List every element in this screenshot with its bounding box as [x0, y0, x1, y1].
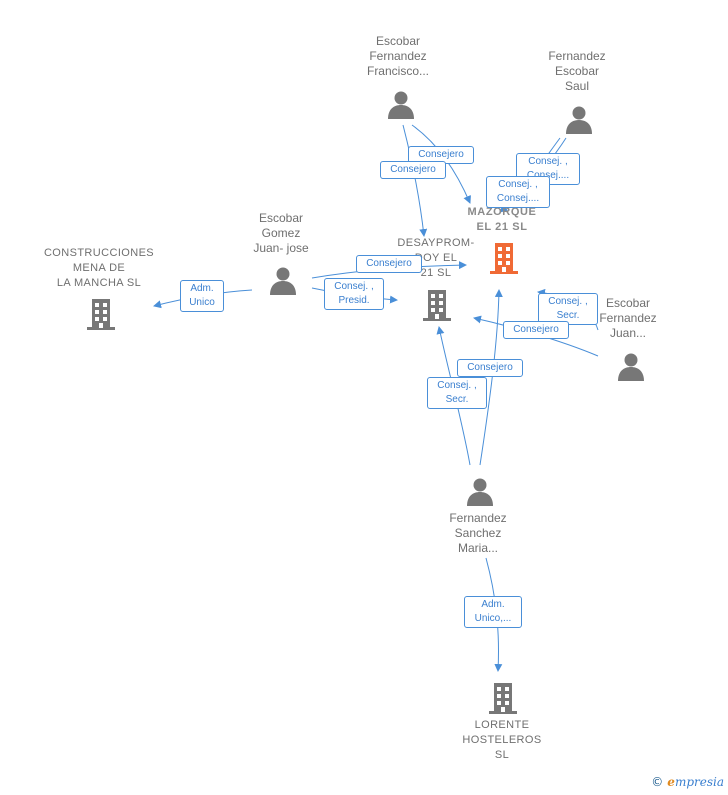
node-label-lorente-hosteleros[interactable]: LORENTE HOSTELEROS SL: [462, 719, 542, 761]
person-icon[interactable]: [386, 89, 416, 119]
edge-label[interactable]: Adm. Unico: [180, 280, 224, 312]
building-icon[interactable]: [421, 288, 453, 322]
edge-label[interactable]: Consej. , Presid.: [324, 278, 384, 310]
copyright-symbol: ©: [651, 775, 664, 789]
building-icon[interactable]: [487, 681, 519, 715]
edge-label[interactable]: Consejero: [356, 255, 422, 273]
person-icon[interactable]: [268, 265, 298, 295]
node-label-escobar-gomez-juan-jose[interactable]: Escobar Gomez Juan- jose: [253, 211, 309, 255]
node-label-construcciones-mena[interactable]: CONSTRUCCIONES MENA DE LA MANCHA SL: [43, 247, 155, 289]
brand-watermark: ©empresia: [651, 775, 724, 789]
edge-label[interactable]: Consejero: [457, 359, 523, 377]
edge-label[interactable]: Consej. , Consej....: [486, 176, 550, 208]
edge-label[interactable]: Consejero: [503, 321, 569, 339]
node-label-fernandez-sanchez-maria[interactable]: Fernandez Sanchez Maria...: [449, 511, 507, 555]
node-label-escobar-fernandez-juan[interactable]: Escobar Fernandez Juan...: [599, 296, 657, 340]
node-label-escobar-fernandez-francisco[interactable]: Escobar Fernandez Francisco...: [366, 34, 429, 78]
person-icon[interactable]: [564, 104, 594, 134]
brand-initial: e: [667, 775, 675, 789]
edge-label[interactable]: Consej. , Secr.: [427, 377, 487, 409]
person-icon[interactable]: [616, 351, 646, 381]
brand-name: mpresia: [674, 775, 724, 789]
edge-label[interactable]: Consejero: [380, 161, 446, 179]
building-icon[interactable]: [85, 297, 117, 331]
edge-label[interactable]: Adm. Unico,...: [464, 596, 522, 628]
building-icon-focus[interactable]: [488, 241, 520, 275]
node-label-mazorque[interactable]: MAZORQUE EL 21 SL: [467, 206, 537, 233]
node-label-fernandez-escobar-saul[interactable]: Fernandez Escobar Saul: [548, 49, 606, 93]
person-icon[interactable]: [465, 476, 495, 506]
